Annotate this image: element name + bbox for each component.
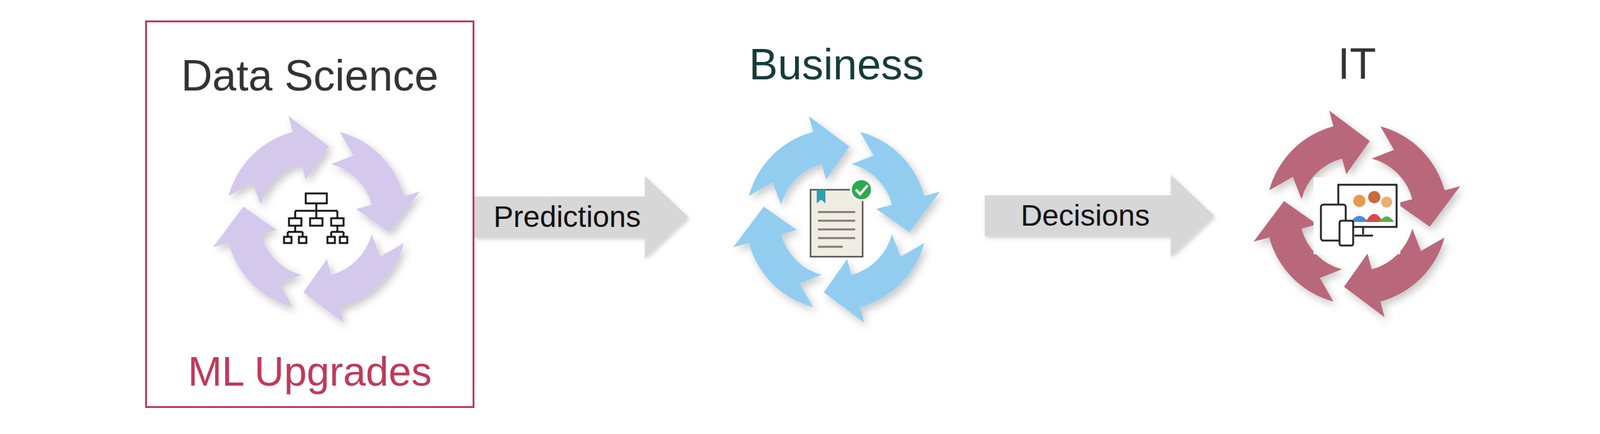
it-cycle: [1253, 110, 1460, 317]
it-stage: IT: [1214, 39, 1500, 338]
arrow-label: Predictions: [491, 200, 644, 234]
block-arrow: [474, 176, 689, 258]
stage-title: Business: [688, 39, 985, 90]
group-caption: ML Upgrades: [146, 348, 473, 396]
devices-icon: [1313, 177, 1401, 255]
block-arrow: [984, 174, 1215, 257]
ml-upgrade-frame: Data Science ML Upgrades: [145, 20, 475, 409]
group-title: Data Science: [146, 50, 473, 101]
stage-title: IT: [1214, 39, 1500, 90]
business-cycle: [733, 115, 940, 323]
hierarchy-icon: [284, 193, 348, 244]
data-science-cycle: [212, 115, 420, 323]
business-stage: Business: [688, 39, 985, 338]
arrow-label: Decisions: [1018, 199, 1153, 233]
document-icon: [810, 179, 872, 257]
